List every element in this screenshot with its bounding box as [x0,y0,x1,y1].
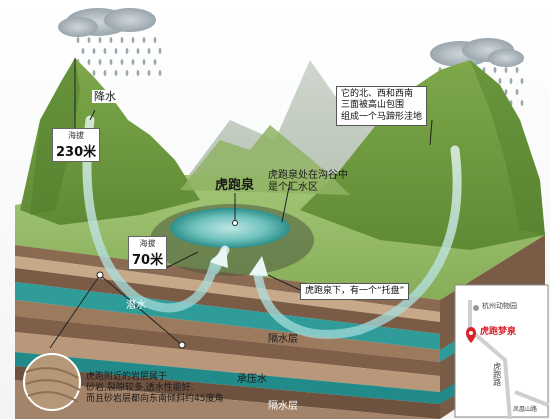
tray-note-box: 虎跑泉下，有一个“托盘” [300,283,410,301]
map-landmark: 杭州动物园 [482,302,517,310]
altitude-low-value: 70米 [132,253,164,268]
aquitard-label-2: 隔水层 [268,401,298,412]
confined-layer [15,352,440,404]
phreatic-label: 潜水 [126,300,146,311]
mountains-desc-line-1: 它的北、西和西南 [341,89,414,99]
spring-name: 虎跑泉 [215,178,255,193]
altitude-low-caption: 海拔 [139,239,156,248]
rain-left-label: 降水 [92,90,118,104]
spring-desc-line-1: 虎跑泉处在沟谷中 [268,170,348,181]
mountain-right [300,60,545,250]
rock-note-line-3: 而且砂岩层都向东南倾斜约45度角 [86,393,224,404]
spring-desc: 虎跑泉处在沟谷中 是个汇水区 [268,170,348,194]
rock-note-line-1: 虎跑附近的岩层属于 [86,372,168,382]
altitude-high-caption: 海拔 [68,131,85,140]
aquitard-layer-1 [15,316,440,376]
spring-desc-line-2: 是个汇水区 [268,182,318,193]
spring-pool [170,208,290,248]
rain-left-icon [76,37,162,76]
aquitard-label-1: 隔水层 [268,334,298,345]
altitude-high: 海拔 230米 [52,128,101,162]
mountains-desc-line-2: 三面被高山包围 [341,100,405,111]
map-pin-label: 虎跑梦泉 [480,327,517,337]
map-road-corner: 凤凰山路 [513,406,538,413]
rock-note: 虎跑附近的岩层属于 砂岩,裂隙较多,透水性能好. 而且砂岩层都向东南倾斜约45度… [86,372,223,404]
map-road: 虎跑路 [492,362,502,386]
mountains-desc-box: 它的北、西和西南 三面被高山包围 组成一个马蹄形洼地 [336,86,428,126]
mountain-left [20,58,200,225]
cloud-right-icon [430,38,524,67]
altitude-high-value: 230米 [56,145,97,160]
aquitard-layer-2 [15,366,440,419]
rock-note-line-2: 砂岩,裂隙较多,透水性能好. [86,382,194,393]
confined-label: 承压水 [237,374,267,385]
altitude-low: 海拔 70米 [128,236,168,270]
cloud-left-icon [58,8,156,37]
mountains-desc-line-3: 组成一个马蹄形洼地 [341,111,423,122]
